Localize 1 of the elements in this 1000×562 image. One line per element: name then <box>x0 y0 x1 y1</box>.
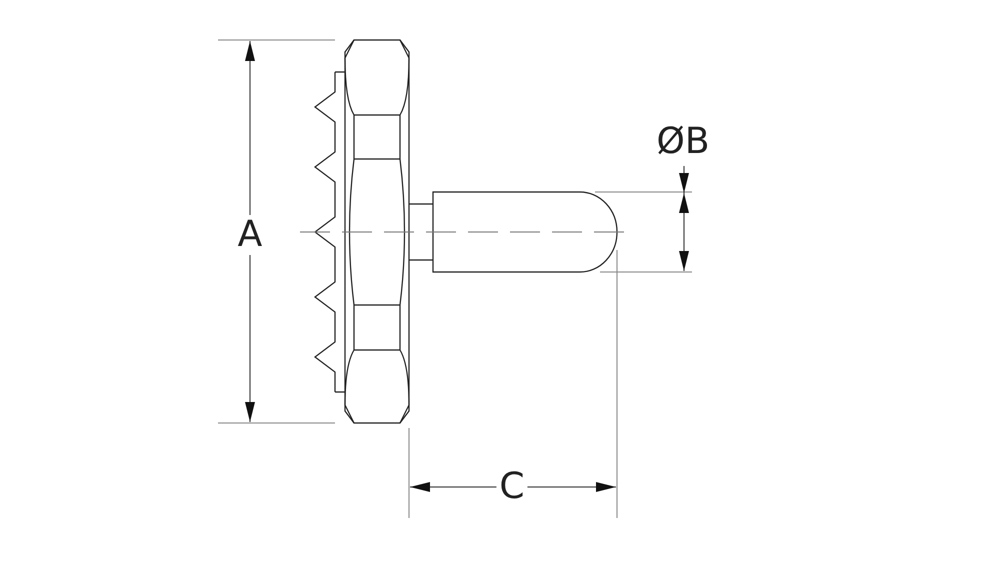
dimension-label: ØB <box>655 122 711 162</box>
